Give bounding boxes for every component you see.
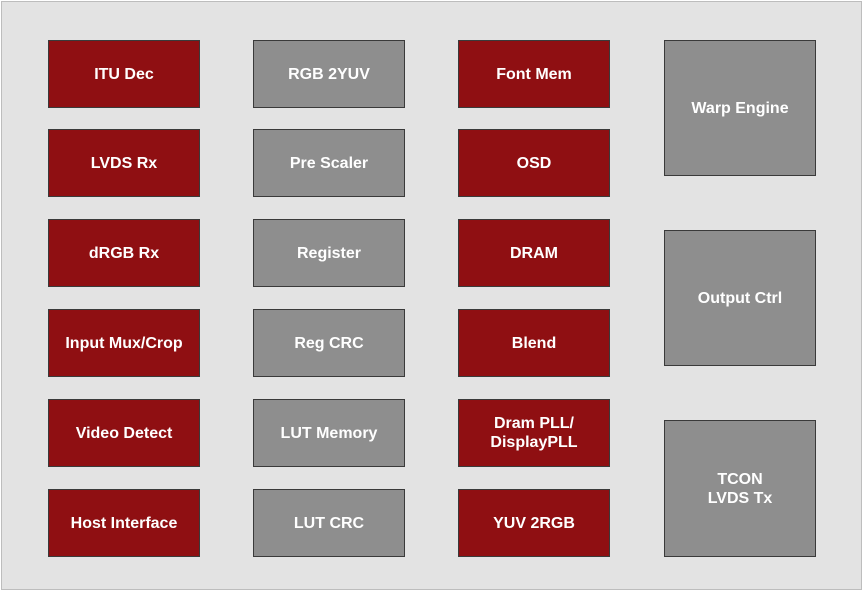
block-reg-crc: Reg CRC [253,309,405,377]
block-lut-memory: LUT Memory [253,399,405,467]
block-dram: DRAM [458,219,610,287]
block-tcon-lvds-tx: TCON LVDS Tx [664,420,816,557]
block-blend: Blend [458,309,610,377]
block-host-interface: Host Interface [48,489,200,557]
block-video-detect: Video Detect [48,399,200,467]
block-pre-scaler: Pre Scaler [253,129,405,197]
block-yuv-2rgb: YUV 2RGB [458,489,610,557]
block-warp-engine: Warp Engine [664,40,816,176]
block-font-mem: Font Mem [458,40,610,108]
block-rgb-2yuv: RGB 2YUV [253,40,405,108]
block-register: Register [253,219,405,287]
block-itu-dec: ITU Dec [48,40,200,108]
block-osd: OSD [458,129,610,197]
block-input-mux-crop: Input Mux/Crop [48,309,200,377]
block-lut-crc: LUT CRC [253,489,405,557]
block-dram-pll: Dram PLL/ DisplayPLL [458,399,610,467]
block-output-ctrl: Output Ctrl [664,230,816,366]
block-lvds-rx: LVDS Rx [48,129,200,197]
block-drgb-rx: dRGB Rx [48,219,200,287]
